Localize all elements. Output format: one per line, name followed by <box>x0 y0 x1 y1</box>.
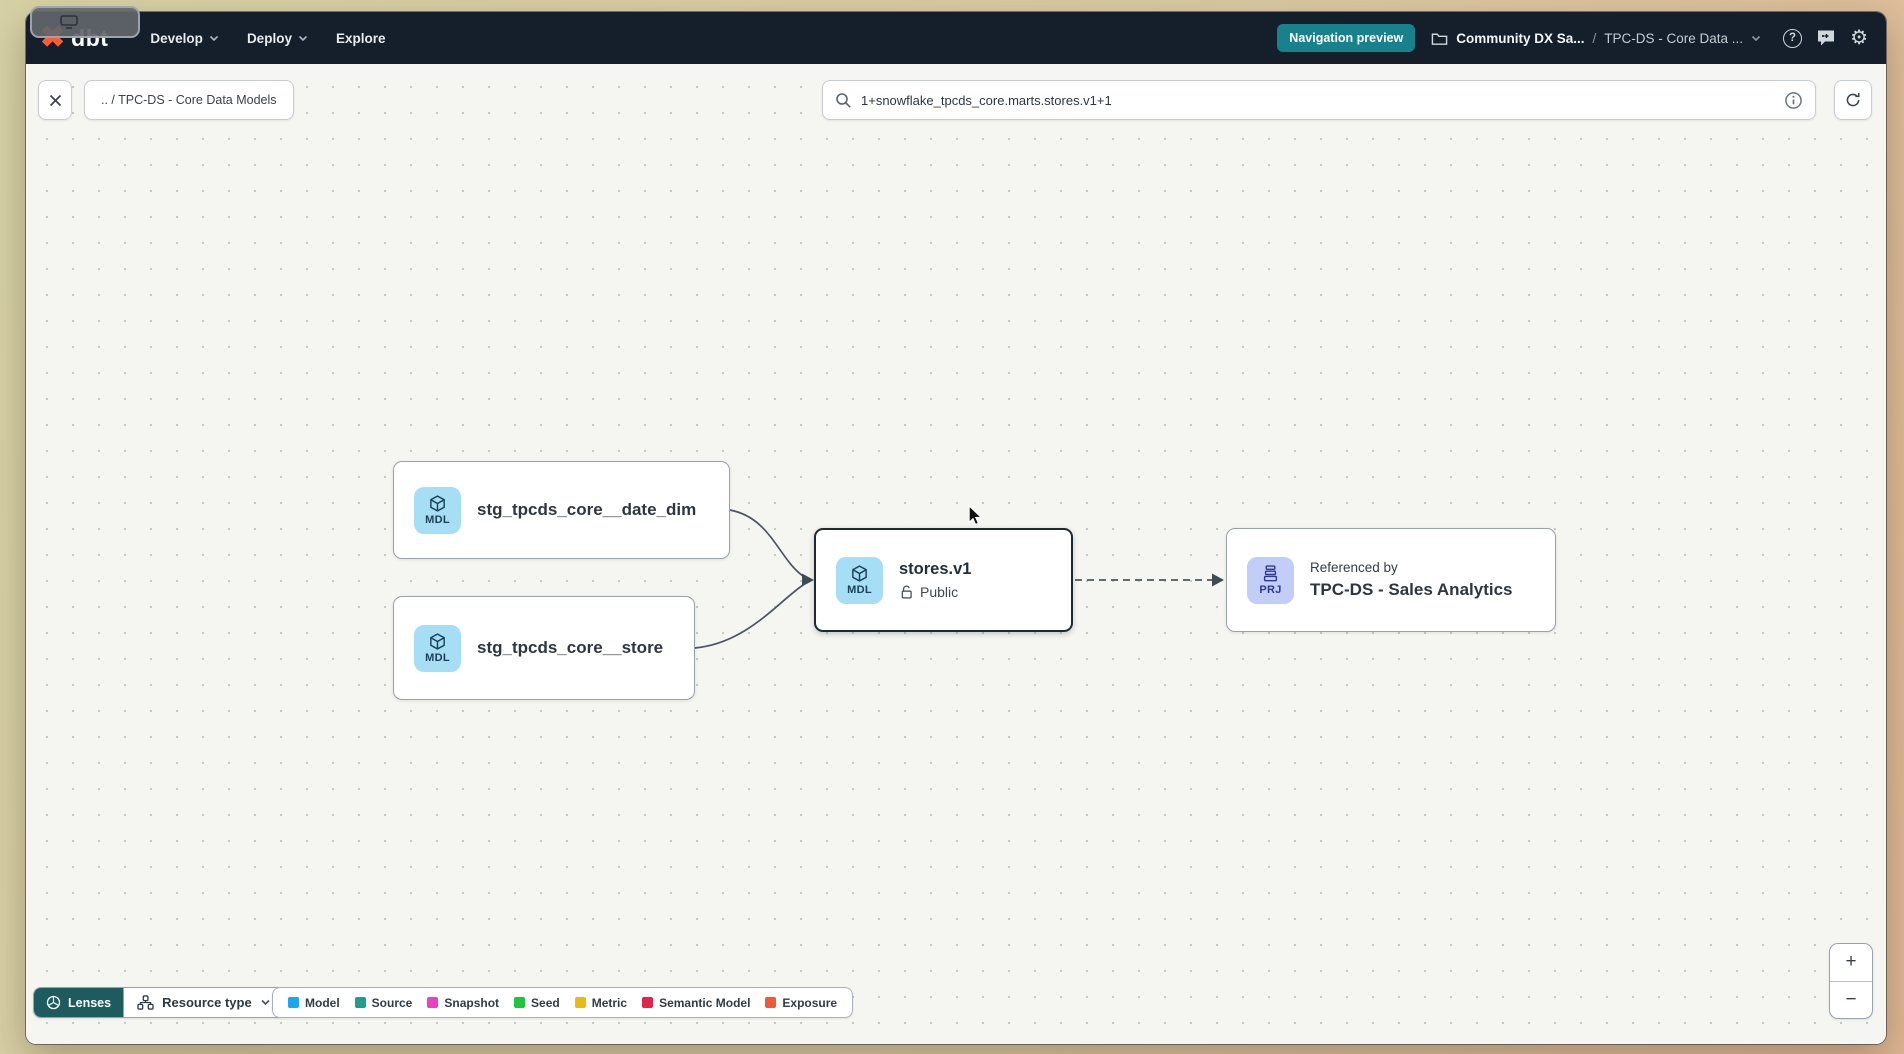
node-stores-v1[interactable]: MDL stores.v1 Public <box>814 528 1073 632</box>
node-referenced-by-project[interactable]: PRJ Referenced by TPC-DS - Sales Analyti… <box>1226 528 1556 632</box>
legend-label: Semantic Model <box>659 995 751 1010</box>
chevron-down-icon <box>261 999 270 1006</box>
lineage-canvas[interactable]: .. / TPC-DS - Core Data Models 1+snowfla… <box>26 64 1886 1044</box>
lineage-path-chip[interactable]: .. / TPC-DS - Core Data Models <box>84 80 294 120</box>
lenses-label: Lenses <box>68 995 112 1010</box>
close-icon <box>49 94 61 106</box>
legend-swatch <box>514 997 526 1008</box>
legend-label: Exposure <box>782 995 838 1010</box>
legend-swatch <box>642 997 654 1008</box>
legend-item-metric: Metric <box>574 995 628 1010</box>
node-label: stg_tpcds_core__store <box>477 638 664 657</box>
menu-deploy[interactable]: Deploy <box>233 23 322 54</box>
node-stg-tpcds-core-store[interactable]: MDL stg_tpcds_core__store <box>393 596 695 700</box>
node-label: TPC-DS - Sales Analytics <box>1310 580 1513 599</box>
display-icon <box>60 15 78 29</box>
node-label: stg_tpcds_core__date_dim <box>477 500 697 519</box>
search-icon <box>836 92 851 108</box>
model-badge: MDL <box>414 486 461 534</box>
lineage-search-input[interactable]: 1+snowflake_tpcds_core.marts.stores.v1+1 <box>822 80 1816 120</box>
lenses-aperture-icon <box>46 995 61 1010</box>
zoom-controls: + − <box>1829 943 1873 1019</box>
node-label: stores.v1 <box>899 560 972 578</box>
legend-item-snapshot: Snapshot <box>427 996 499 1010</box>
legend-label: Metric <box>591 995 628 1010</box>
legend-label: Snapshot <box>444 995 500 1010</box>
model-cube-icon <box>430 633 445 650</box>
legend-swatch <box>574 997 586 1008</box>
legend-swatch <box>765 997 777 1008</box>
breadcrumb: Community DX Sa... / TPC-DS - Core Data … <box>1431 31 1761 46</box>
settings-gear-icon[interactable]: ⚙ <box>1850 27 1868 49</box>
folder-icon <box>1431 33 1448 45</box>
resource-legend: Model Source Snapshot Seed Metric Semant… <box>272 987 854 1018</box>
refresh-lineage-button[interactable] <box>1834 80 1872 120</box>
chevron-down-icon <box>209 35 219 41</box>
model-cube-icon <box>852 565 867 582</box>
zoom-in-button[interactable]: + <box>1830 944 1872 982</box>
search-value: 1+snowflake_tpcds_core.marts.stores.v1+1 <box>861 92 1112 108</box>
refresh-icon <box>1846 92 1860 107</box>
legend-swatch <box>354 997 366 1008</box>
chevron-down-icon[interactable] <box>1751 35 1761 42</box>
lenses-toolbar: Lenses Resource type <box>33 987 285 1018</box>
menu-deploy-label: Deploy <box>246 30 292 46</box>
zoom-out-button[interactable]: − <box>1845 988 1857 1010</box>
badge-label: MDL <box>847 584 872 596</box>
badge-label: MDL <box>425 514 450 526</box>
legend-label: Seed <box>531 995 560 1010</box>
legend-item-exposure: Exposure <box>765 996 837 1010</box>
legend-swatch <box>427 997 439 1008</box>
node-access: Public <box>899 584 971 600</box>
menu-develop[interactable]: Develop <box>136 23 233 54</box>
legend-item-source: Source <box>354 995 413 1010</box>
lenses-button[interactable]: Lenses <box>34 988 124 1017</box>
breadcrumb-project[interactable]: TPC-DS - Core Data ... <box>1604 30 1744 46</box>
unlock-icon <box>901 585 912 599</box>
info-icon[interactable] <box>1784 91 1803 110</box>
help-icon[interactable]: ? <box>1783 28 1803 48</box>
screen-recording-pill <box>30 6 140 38</box>
chevron-down-icon <box>298 35 308 41</box>
menu-develop-label: Develop <box>150 30 203 46</box>
feedback-icon[interactable] <box>1816 29 1836 47</box>
resource-type-label: Resource type <box>162 995 252 1010</box>
legend-item-semantic-model: Semantic Model <box>642 996 750 1010</box>
menu-explore[interactable]: Explore <box>322 23 400 54</box>
project-badge: PRJ <box>1247 556 1294 604</box>
model-badge: MDL <box>836 556 883 604</box>
mouse-cursor <box>968 505 983 526</box>
breadcrumb-separator: / <box>1592 30 1597 46</box>
model-badge: MDL <box>414 624 461 672</box>
top-navbar: ✖ dbt Develop Deploy Explore Navigation … <box>26 12 1886 64</box>
badge-label: MDL <box>425 652 450 664</box>
app-window: ✖ dbt Develop Deploy Explore Navigation … <box>26 12 1886 1044</box>
resource-type-graph-icon <box>137 995 154 1010</box>
legend-swatch <box>288 997 299 1008</box>
node-stg-tpcds-core-date-dim[interactable]: MDL stg_tpcds_core__date_dim <box>393 461 730 559</box>
node-access-label: Public <box>920 584 959 600</box>
project-stack-icon <box>1263 565 1278 582</box>
node-subtitle: Referenced by <box>1310 560 1398 575</box>
menu-explore-label: Explore <box>335 30 386 46</box>
navigation-preview-badge[interactable]: Navigation preview <box>1277 24 1416 52</box>
close-lineage-button[interactable] <box>38 80 72 120</box>
legend-item-seed: Seed <box>514 996 560 1010</box>
legend-item-model: Model <box>288 996 340 1010</box>
legend-label: Model <box>305 995 340 1010</box>
resource-type-dropdown[interactable]: Resource type <box>123 988 284 1017</box>
badge-label: PRJ <box>1259 584 1282 596</box>
legend-label: Source <box>371 995 413 1010</box>
breadcrumb-account[interactable]: Community DX Sa... <box>1456 30 1585 46</box>
model-cube-icon <box>430 495 445 512</box>
